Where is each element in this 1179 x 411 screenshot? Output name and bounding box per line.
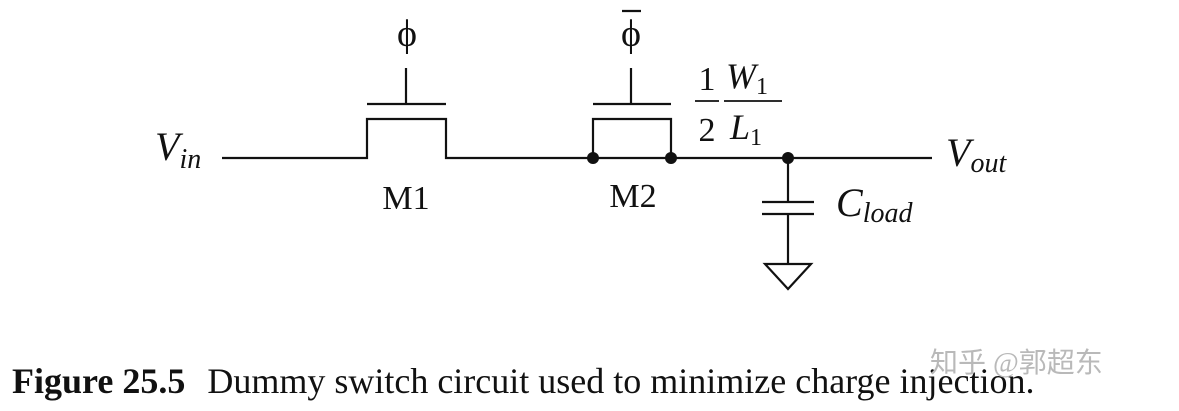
sizing-width: W1 [726,56,768,100]
figure-caption-text: Dummy switch circuit used to minimize ch… [207,361,1034,401]
m2-channel [591,117,673,158]
m2-source-node [587,152,599,164]
vout-subscript: out [970,148,1007,179]
sizing-width-symbol: W [726,56,759,96]
m2-gate-signal: ϕ [621,13,641,55]
m1-gate-signal: ϕ [397,13,417,55]
watermark-text: 知乎 @郭超东 [930,347,1103,379]
sizing-length: L1 [729,107,762,151]
m2-name: M2 [609,178,656,215]
sizing-fraction-numerator: 1 [699,61,716,98]
input-wire-m1-channel [222,117,593,160]
cload-symbol: C [836,180,864,225]
figure-caption: Figure 25.5 Dummy switch circuit used to … [12,361,1034,401]
sizing-width-subscript: 1 [756,74,768,100]
vout-symbol: V [946,130,975,175]
sizing-length-symbol: L [729,107,750,147]
sizing-fraction-denominator: 2 [699,112,716,149]
cload-label: Cload [836,180,913,229]
m1-name: M1 [382,180,429,217]
figure-caption-label: Figure 25.5 [12,361,185,401]
vin-label: Vin [155,124,201,175]
vin-subscript: in [179,144,201,175]
cload-subscript: load [863,198,914,229]
vin-symbol: V [155,124,184,169]
vout-label: Vout [946,130,1007,179]
sizing-length-subscript: 1 [750,125,762,151]
ground-symbol [762,262,814,291]
